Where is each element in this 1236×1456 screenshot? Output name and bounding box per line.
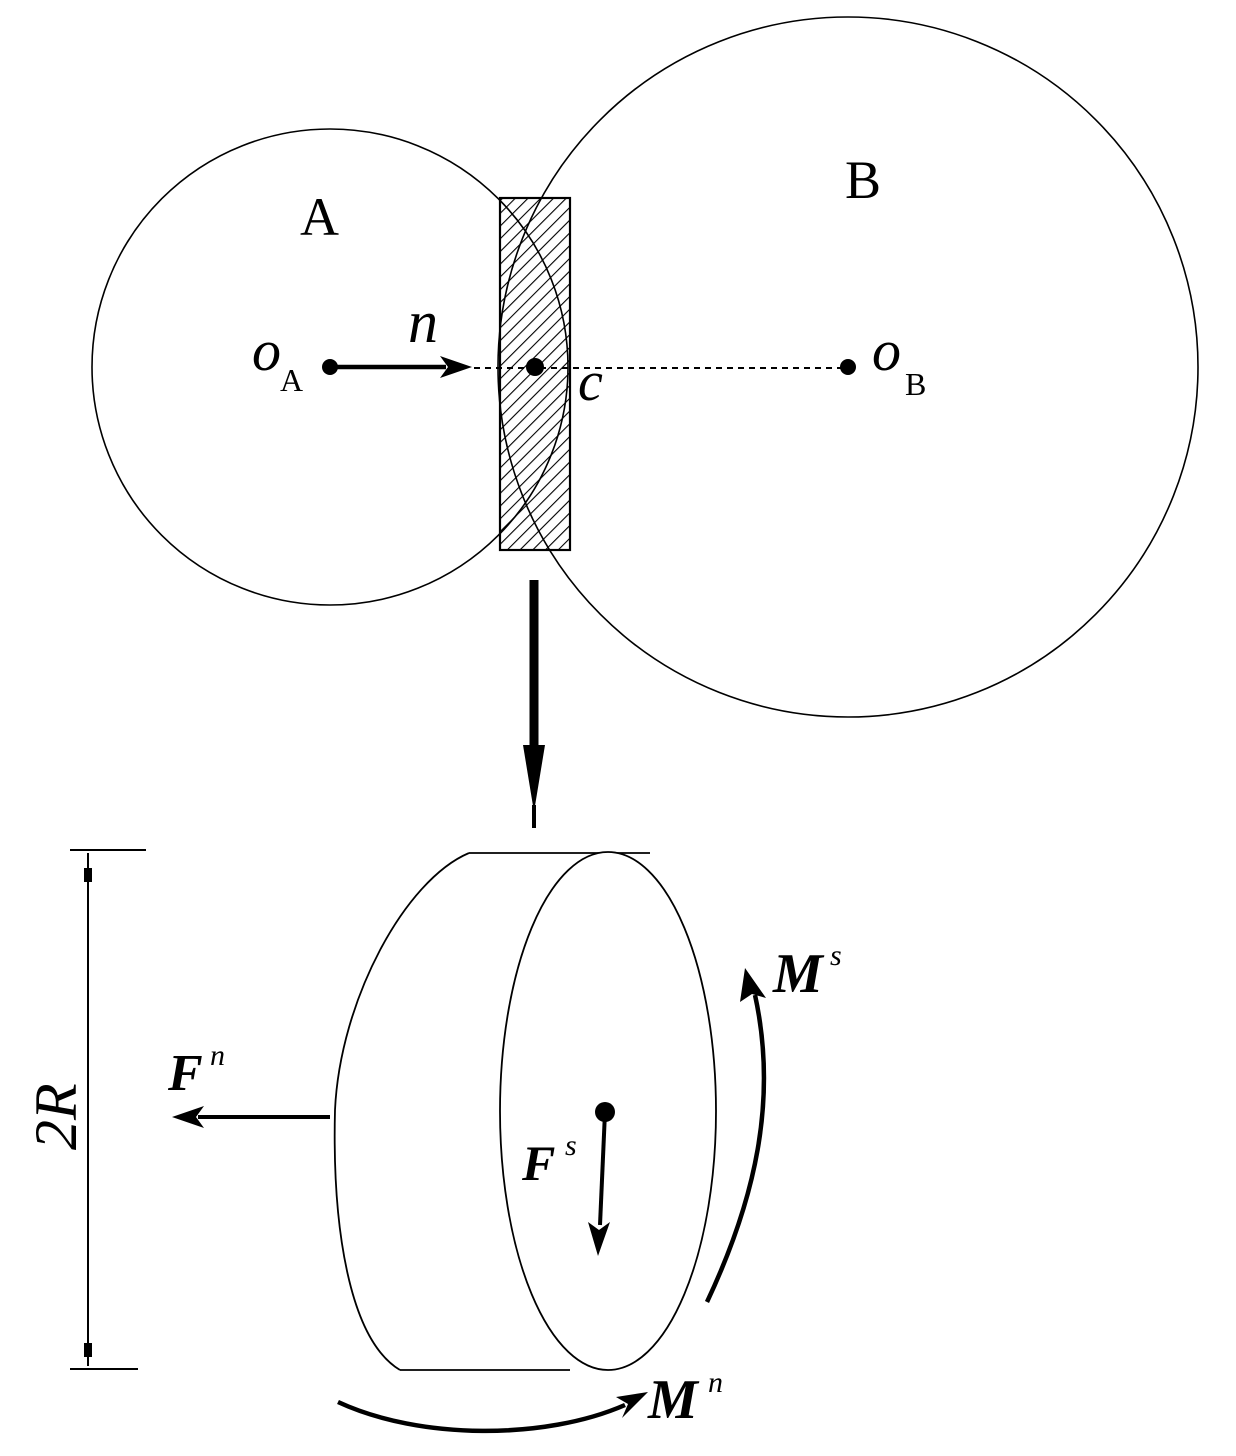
dimension-bottom-marker	[84, 1343, 92, 1357]
normal-arrowhead	[440, 356, 472, 378]
shear-moment-arc	[704, 994, 767, 1303]
label-oa-sub: A	[280, 362, 303, 398]
dimension-top-marker	[84, 868, 92, 882]
shear-force-arrow	[598, 1111, 607, 1226]
label-fn-sup: n	[210, 1039, 225, 1072]
label-fn-main: F	[167, 1045, 203, 1102]
label-contact: c	[578, 351, 603, 413]
label-mn-main: M	[647, 1369, 700, 1431]
center-b-dot	[840, 359, 856, 375]
shear-moment-arrowhead	[740, 968, 766, 1002]
normal-force-arrowhead	[172, 1106, 204, 1128]
transition-arrowhead	[523, 745, 545, 812]
label-fs-sup: s	[565, 1129, 577, 1162]
label-oa-main: o	[252, 318, 281, 383]
bond-rect-border	[498, 196, 572, 552]
label-a: A	[300, 187, 339, 247]
label-normal: n	[408, 289, 438, 355]
label-ms-main: M	[772, 943, 825, 1005]
label-ob-main: o	[872, 318, 901, 383]
label-ms-sup: s	[830, 939, 842, 972]
normal-moment-arc	[337, 1399, 626, 1434]
label-ob-sub: B	[905, 366, 926, 402]
normal-moment-arrowhead	[616, 1392, 648, 1418]
label-fs-main: F	[521, 1135, 555, 1191]
label-b: B	[845, 150, 881, 210]
shear-force-arrowhead	[588, 1222, 610, 1256]
contact-point-dot	[526, 358, 544, 376]
cylinder-back-edge	[333, 852, 470, 1371]
label-diameter: 2R	[23, 1083, 89, 1150]
label-mn-sup: n	[708, 1366, 723, 1399]
